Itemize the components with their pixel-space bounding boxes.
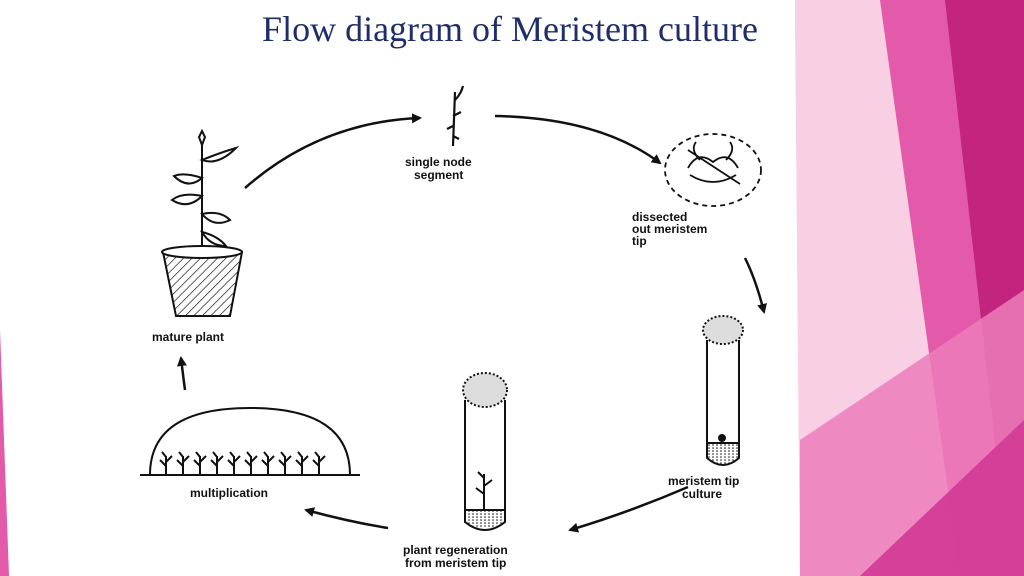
multiplication-dome-icon <box>140 406 360 476</box>
dissection-icon <box>664 133 762 207</box>
arrow-culture-to-regen <box>568 485 689 533</box>
seedling <box>176 451 190 475</box>
label-plant-regeneration: plant regeneration from meristem tip <box>403 543 511 570</box>
right-bottom-facet <box>860 420 1024 576</box>
arrow-mult-to-plant <box>176 356 187 391</box>
culture-tube-icon <box>702 315 744 466</box>
stem-node-icon <box>446 85 465 147</box>
seedling <box>210 451 224 475</box>
label-dissected-meristem-tip: dissected out meristem tip <box>632 210 711 248</box>
seedling <box>295 451 309 475</box>
seedling <box>227 451 241 475</box>
seedling-row <box>159 451 326 475</box>
arrow-regen-to-mult <box>304 507 389 530</box>
left-pink-sliver <box>0 330 9 576</box>
regeneration-tube-icon <box>462 372 508 531</box>
label-multiplication: multiplication <box>190 486 268 500</box>
arrow-plant-to-node <box>244 113 422 189</box>
label-single-node-segment: single node segment <box>405 155 475 182</box>
label-meristem-tip-culture: meristem tip culture <box>668 474 743 501</box>
label-mature-plant: mature plant <box>152 330 224 344</box>
seedling <box>159 451 173 475</box>
seedling <box>193 451 207 475</box>
potted-plant-icon <box>161 128 244 317</box>
seedling <box>261 451 275 475</box>
arrow-dissect-to-culture <box>743 257 767 314</box>
seedling <box>278 451 292 475</box>
slide-title: Flow diagram of Meristem culture <box>262 9 758 49</box>
seedling <box>312 451 326 475</box>
seedling <box>244 451 258 475</box>
arrow-node-to-dissect <box>494 114 662 165</box>
